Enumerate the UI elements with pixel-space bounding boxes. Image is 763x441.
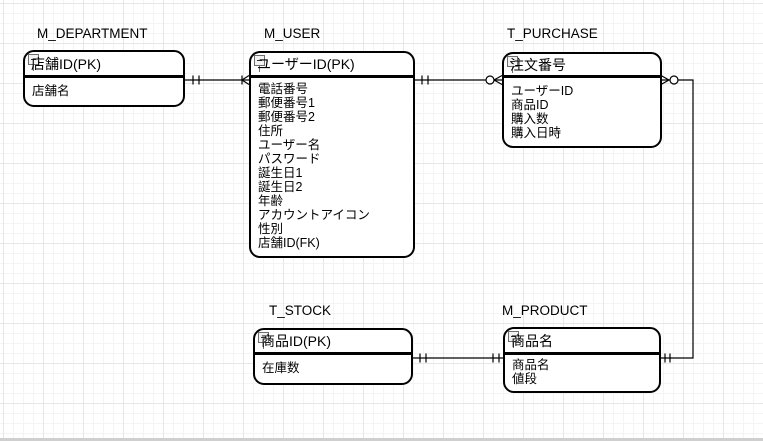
entity-header-pk[interactable]: 商品ID(PK) — [255, 330, 411, 355]
collapse-icon[interactable] — [507, 56, 518, 73]
entity-row[interactable]: 値段 — [512, 372, 538, 386]
entity-row[interactable]: 電話番号 — [258, 82, 309, 96]
entity-row[interactable]: パスワード — [258, 152, 321, 166]
entity-t-purchase[interactable]: 注文番号 ユーザーID 商品ID 購入数 購入日時 — [502, 52, 662, 148]
entity-title-t-stock[interactable]: T_STOCK — [269, 303, 332, 318]
entity-header-pk[interactable]: 注文番号 — [504, 54, 660, 78]
canvas-edge-divider — [0, 438, 763, 441]
relationship-user-purchase[interactable] — [415, 74, 503, 86]
collapse-icon[interactable] — [258, 332, 269, 349]
entity-row[interactable]: 購入数 — [511, 112, 549, 126]
collapse-icon[interactable] — [28, 54, 39, 71]
entity-row[interactable]: 誕生日2 — [258, 180, 303, 194]
relationship-department-user[interactable] — [185, 74, 250, 86]
entity-t-stock[interactable]: 商品ID(PK) 在庫数 — [253, 328, 413, 385]
collapse-icon[interactable] — [508, 331, 519, 348]
entity-m-user[interactable]: ユーザーID(PK) 電話番号 郵便番号1 郵便番号2 住所 ユーザー名 パスワ… — [249, 51, 415, 258]
entity-row[interactable]: 性別 — [258, 222, 284, 236]
entity-m-department[interactable]: 店舗ID(PK) 店舗名 — [23, 50, 185, 107]
entity-row[interactable]: ユーザーID — [511, 84, 574, 98]
entity-row[interactable]: 年齢 — [258, 194, 284, 208]
relationship-purchase-product[interactable] — [660, 74, 694, 363]
entity-row[interactable]: アカウントアイコン — [258, 208, 370, 222]
entity-row[interactable]: 購入日時 — [511, 126, 562, 140]
entity-header-pk[interactable]: 店舗ID(PK) — [25, 52, 183, 78]
entity-row[interactable]: 郵便番号2 — [258, 110, 315, 124]
entity-m-product[interactable]: 商品名 商品名 値段 — [503, 327, 661, 393]
entity-row[interactable]: 店舗ID(FK) — [258, 236, 320, 250]
entity-title-m-user[interactable]: M_USER — [264, 26, 321, 41]
entity-row[interactable]: 郵便番号1 — [258, 96, 315, 110]
entity-row[interactable]: ユーザー名 — [258, 138, 321, 152]
entity-title-m-department[interactable]: M_DEPARTMENT — [37, 26, 148, 41]
entity-row[interactable]: 誕生日1 — [258, 166, 303, 180]
entity-title-m-product[interactable]: M_PRODUCT — [502, 303, 588, 318]
entity-row[interactable]: 店舗名 — [32, 84, 70, 98]
entity-header-pk[interactable]: ユーザーID(PK) — [251, 53, 413, 78]
entity-title-t-purchase[interactable]: T_PURCHASE — [507, 26, 598, 41]
entity-row[interactable]: 商品ID — [511, 98, 549, 112]
collapse-icon[interactable] — [254, 55, 265, 72]
entity-row[interactable]: 住所 — [258, 124, 284, 138]
relationship-stock-product[interactable] — [413, 353, 503, 363]
entity-header-pk[interactable]: 商品名 — [505, 329, 659, 355]
entity-row[interactable]: 商品名 — [512, 358, 550, 372]
entity-row[interactable]: 在庫数 — [262, 361, 300, 375]
